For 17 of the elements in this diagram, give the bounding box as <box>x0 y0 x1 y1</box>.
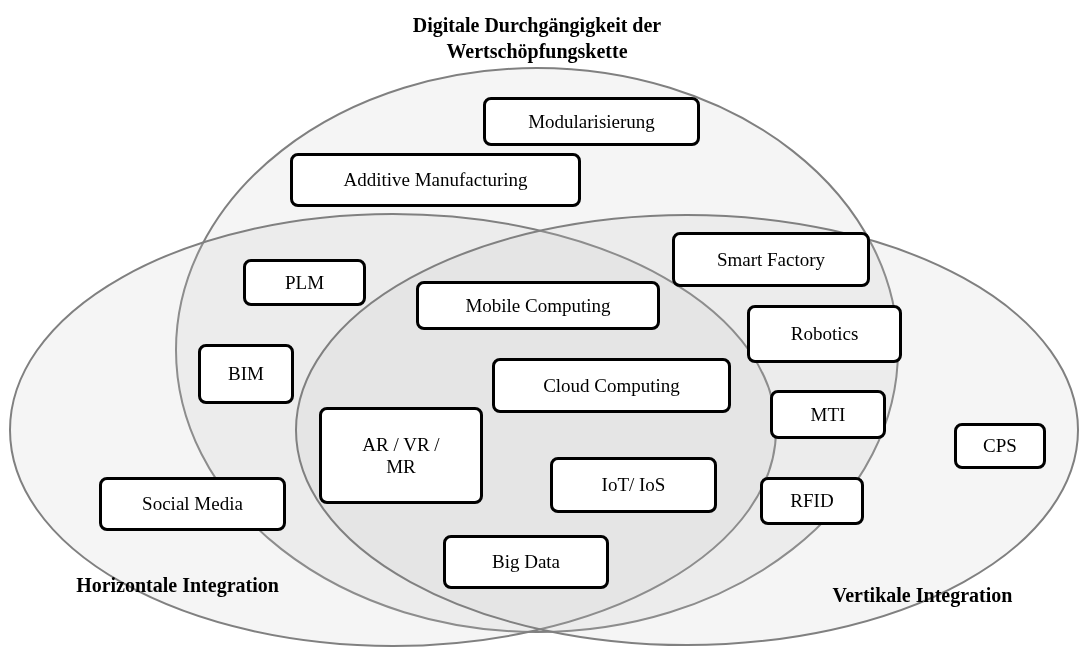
term-box: RFID <box>760 477 864 525</box>
term-box: Big Data <box>443 535 609 589</box>
term-box: CPS <box>954 423 1046 469</box>
set-heading: Digitale Durchgängigkeit der Wertschöpfungskette <box>411 13 663 64</box>
term-box: Robotics <box>747 305 902 363</box>
term-box: MTI <box>770 390 886 439</box>
term-box: Additive Manufacturing <box>290 153 581 207</box>
term-box: Cloud Computing <box>492 358 731 413</box>
term-box: BIM <box>198 344 294 404</box>
term-box: IoT/ IoS <box>550 457 717 513</box>
term-box: Mobile Computing <box>416 281 660 330</box>
set-heading: Horizontale Integration <box>75 573 280 598</box>
term-box: PLM <box>243 259 366 306</box>
set-heading: Vertikale Integration <box>831 583 1014 608</box>
term-box: AR / VR / MR <box>319 407 483 504</box>
term-box: Smart Factory <box>672 232 870 287</box>
term-box: Modularisierung <box>483 97 700 146</box>
